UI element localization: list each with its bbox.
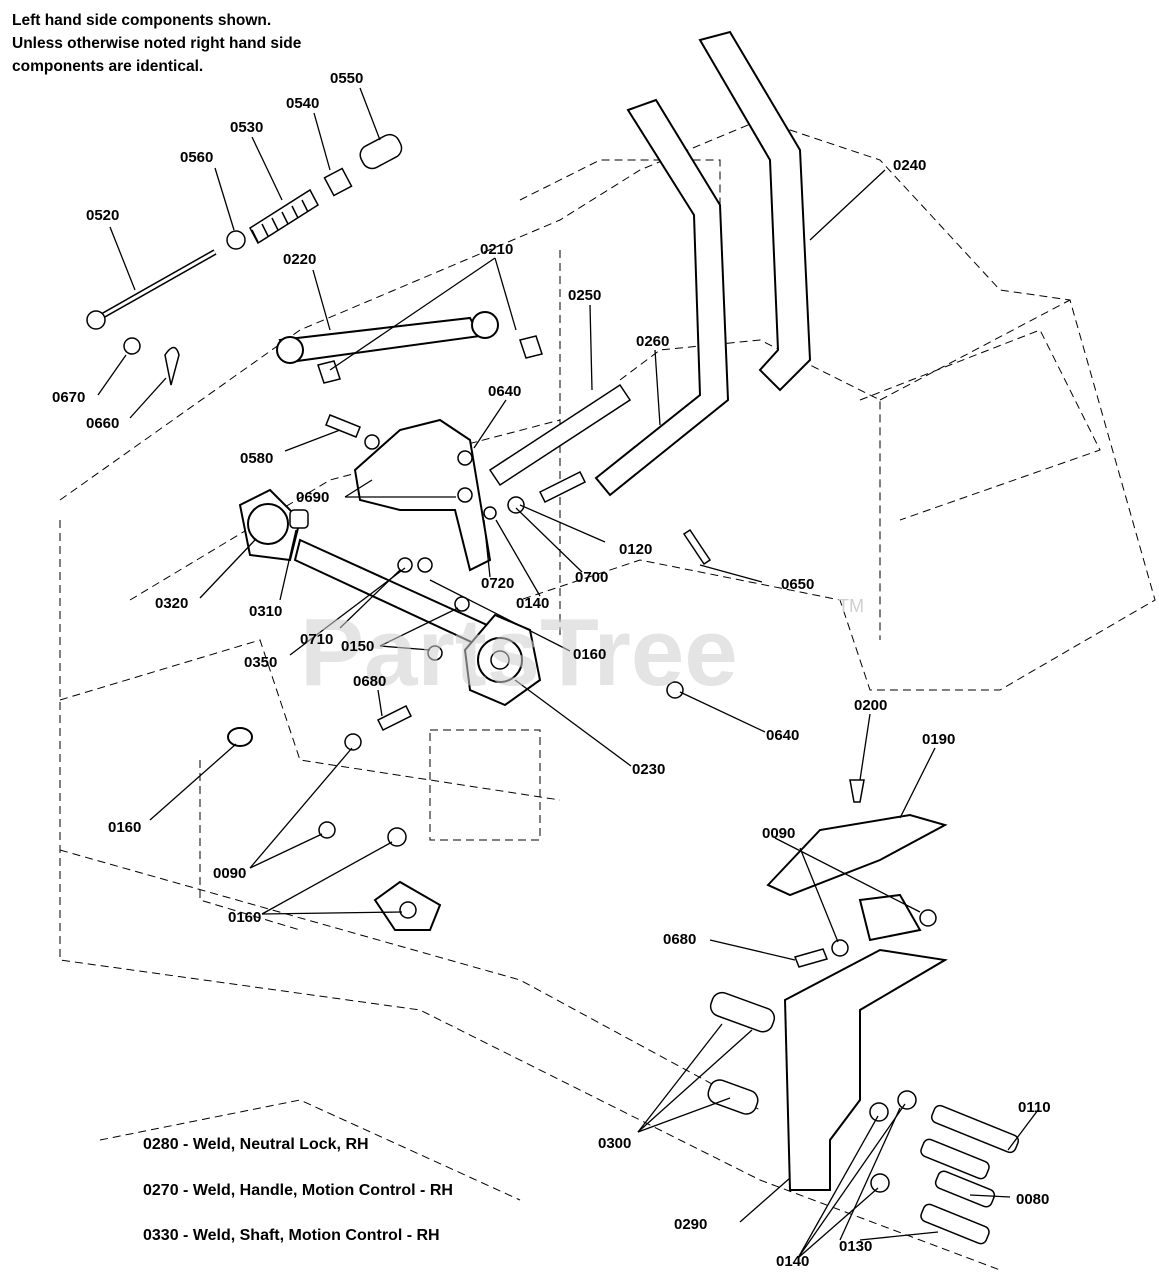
callouts: 0550 0540 0530 0560 0520 0220 0210 0250 … (52, 70, 1051, 1270)
callout-0190: 0190 (922, 731, 955, 748)
callout-0320: 0320 (155, 595, 188, 612)
callout-0120: 0120 (619, 541, 652, 558)
callout-0290: 0290 (674, 1216, 707, 1233)
legend-item-0330: 0330 - Weld, Shaft, Motion Control - RH (143, 1227, 440, 1244)
control-plate-assembly (238, 383, 684, 707)
callout-0150: 0150 (341, 638, 374, 655)
callout-0140-lower: 0140 (776, 1253, 809, 1270)
callout-0090-right: 0090 (762, 825, 795, 842)
callout-0230: 0230 (632, 761, 665, 778)
callout-0700: 0700 (575, 569, 608, 586)
callout-0560: 0560 (180, 149, 213, 166)
callout-0300: 0300 (598, 1135, 631, 1152)
note-line-3: components are identical. (12, 58, 204, 75)
callout-0640-lower: 0640 (766, 727, 799, 744)
callout-0220: 0220 (283, 251, 316, 268)
callout-0160-lower: 0160 (228, 909, 261, 926)
watermark-trademark: TM (838, 596, 864, 616)
side-components-note: Left hand side components shown. Unless … (12, 9, 301, 78)
linkage-parts (86, 133, 543, 386)
lower-mount-parts (227, 704, 442, 931)
callout-0200: 0200 (854, 697, 887, 714)
callout-0240: 0240 (893, 157, 926, 174)
callout-0260: 0260 (636, 333, 669, 350)
callout-0090-left: 0090 (213, 865, 246, 882)
motion-control-handles (594, 30, 812, 497)
callout-0160-left: 0160 (108, 819, 141, 836)
callout-0520: 0520 (86, 207, 119, 224)
callout-0080: 0080 (1016, 1191, 1049, 1208)
callout-0680-lower: 0680 (663, 931, 696, 948)
callout-0640-upper: 0640 (488, 383, 521, 400)
callout-0670: 0670 (52, 389, 85, 406)
callout-0540: 0540 (286, 95, 319, 112)
watermark: PartsTree TM (300, 596, 864, 706)
legend-item-0270: 0270 - Weld, Handle, Motion Control - RH (143, 1182, 453, 1199)
leader-lines (97, 87, 1039, 1259)
watermark-text: PartsTree (300, 599, 738, 706)
callout-0130: 0130 (839, 1238, 872, 1255)
callout-0580: 0580 (240, 450, 273, 467)
callout-0710: 0710 (300, 631, 333, 648)
callout-0140-upper: 0140 (516, 595, 549, 612)
callout-0660: 0660 (86, 415, 119, 432)
callout-0210: 0210 (480, 241, 513, 258)
callout-0690: 0690 (296, 489, 329, 506)
callout-0650: 0650 (781, 576, 814, 593)
callout-0680-upper: 0680 (353, 673, 386, 690)
callout-0350: 0350 (244, 654, 277, 671)
note-line-1: Left hand side components shown. (12, 12, 272, 29)
note-line-2: Unless otherwise noted right hand side (12, 35, 302, 52)
chassis-frame (59, 119, 1156, 1271)
callout-0110: 0110 (1018, 1099, 1051, 1116)
neutral-lock-assembly (682, 528, 1020, 1245)
callout-0550: 0550 (330, 70, 363, 87)
callout-0530: 0530 (230, 119, 263, 136)
legend-item-0280: 0280 - Weld, Neutral Lock, RH (143, 1136, 369, 1153)
callout-0250: 0250 (568, 287, 601, 304)
callout-0160-mid: 0160 (573, 646, 606, 663)
callout-0310: 0310 (249, 603, 282, 620)
callout-0720: 0720 (481, 575, 514, 592)
